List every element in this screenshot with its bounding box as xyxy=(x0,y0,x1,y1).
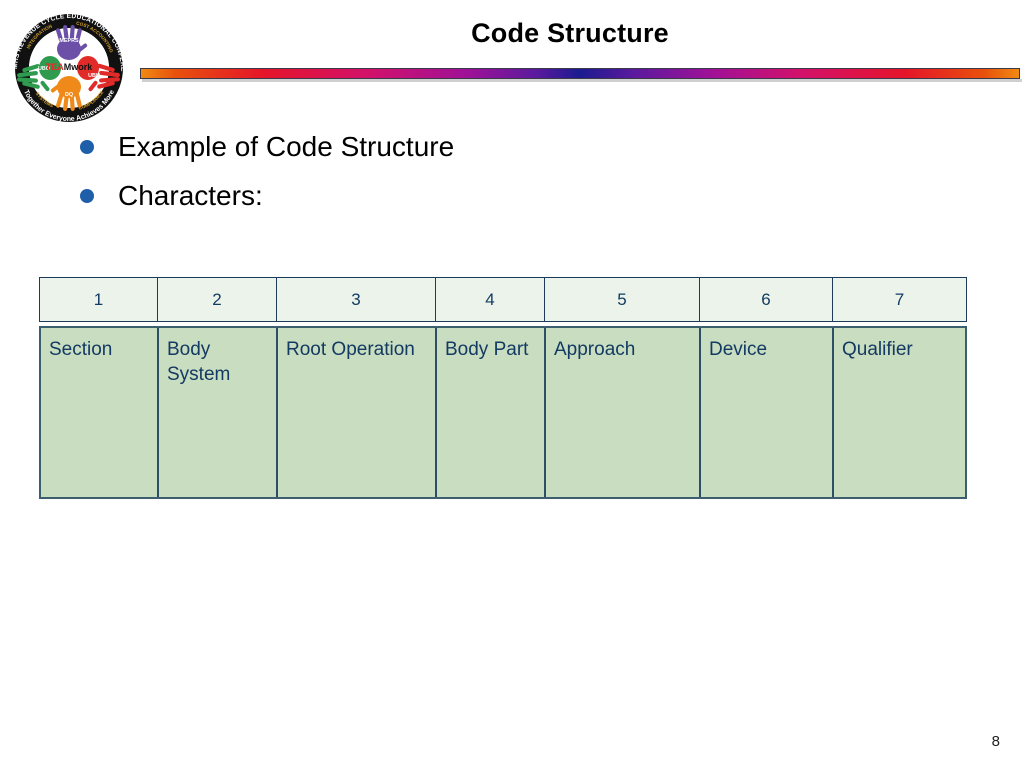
header-cell-7: 7 xyxy=(894,289,905,309)
page-number: 8 xyxy=(991,733,1000,750)
body-cell-body-system: Body System xyxy=(159,328,278,497)
svg-text:UBO: UBO xyxy=(38,66,50,72)
svg-text:TEAMwork: TEAMwork xyxy=(46,62,93,72)
bullet-label: Characters: xyxy=(118,180,263,211)
header-cell-5: 5 xyxy=(545,278,700,321)
body-cell-qualifier: Qualifier xyxy=(842,339,913,360)
body-cell-section: Section xyxy=(41,328,159,497)
body-cell-device: Device xyxy=(701,328,834,497)
bullet-label: Example of Code Structure xyxy=(118,131,455,162)
code-structure-table: 1 2 3 4 5 6 7 Section Body System Root O… xyxy=(39,277,967,499)
body-cell-approach: Approach xyxy=(546,328,701,497)
list-item: Characters: xyxy=(80,177,880,226)
bullet-dot-icon xyxy=(80,189,94,203)
body-cell-root-operation: Root Operation xyxy=(278,328,437,497)
svg-text:UBU: UBU xyxy=(88,73,100,79)
header-cell-2: 2 xyxy=(158,278,277,321)
header-cell-4: 4 xyxy=(436,278,545,321)
svg-text:DQ: DQ xyxy=(65,92,73,98)
page-title: Code Structure xyxy=(471,18,669,48)
list-item: Example of Code Structure xyxy=(80,128,880,177)
svg-text:MEPRS: MEPRS xyxy=(59,38,79,44)
bullet-dot-icon xyxy=(80,140,94,154)
header-cell-3: 3 xyxy=(277,278,436,321)
body-cell-body-part: Body Part xyxy=(437,328,546,497)
conference-logo: 2011 MHS REVENUE CYCLE EDUCATIONAL CONFE… xyxy=(6,4,132,128)
table-row: Section Body System Root Operation Body … xyxy=(39,326,967,499)
title-rule-shadow xyxy=(142,79,1022,82)
table-header-row: 1 2 3 4 5 6 7 xyxy=(39,277,967,322)
table-row-gap xyxy=(39,322,967,326)
bullet-list: Example of Code Structure Characters: xyxy=(80,128,880,226)
title-gradient-rule xyxy=(140,68,1020,79)
header-cell-6: 6 xyxy=(700,278,833,321)
header-cell-1: 1 xyxy=(40,278,158,321)
